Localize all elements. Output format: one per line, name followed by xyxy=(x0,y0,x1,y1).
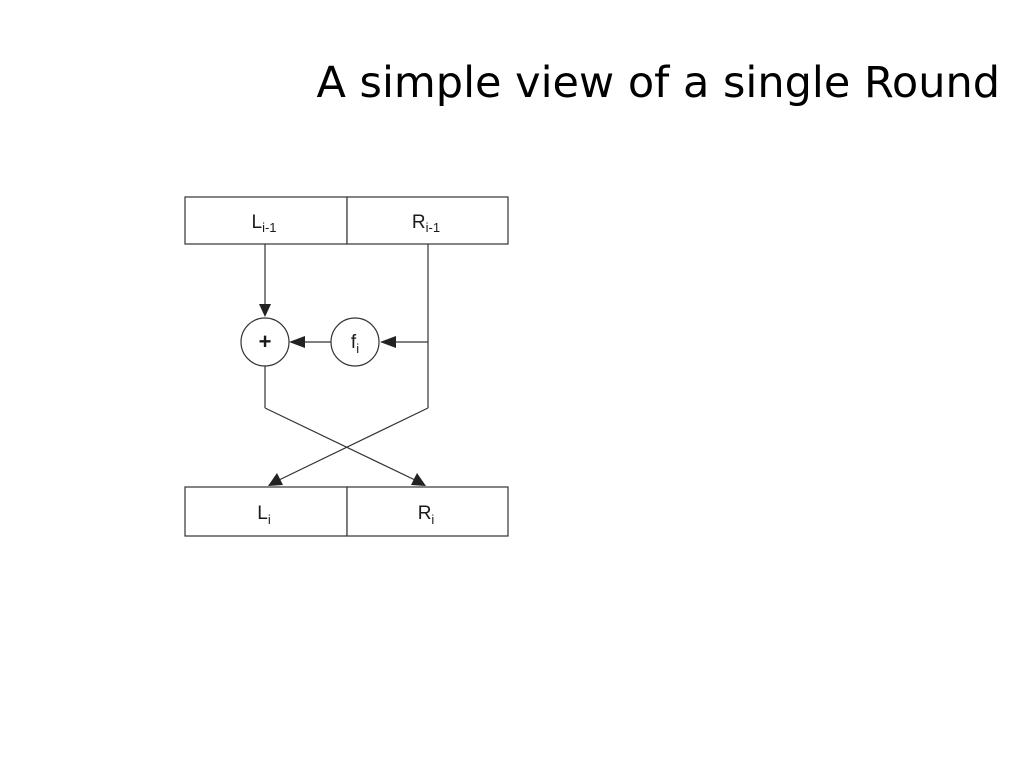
output-left-label: Li xyxy=(257,503,271,527)
xor-node: + xyxy=(240,317,290,367)
arrow-into-xor xyxy=(259,304,271,317)
input-right-cell xyxy=(346,196,509,245)
arrow-into-right-output xyxy=(411,473,426,486)
xor-circle xyxy=(240,317,290,367)
output-right-cell xyxy=(346,486,509,537)
arrow-into-function xyxy=(380,336,396,348)
output-left-subscript: i xyxy=(268,512,271,527)
input-right-subscript: i-1 xyxy=(426,220,440,235)
round-function-circle xyxy=(330,317,380,367)
input-left-label: Li-1 xyxy=(251,212,276,235)
round-function-node: fi xyxy=(330,317,380,367)
xor-symbol: + xyxy=(259,329,272,354)
arrow-into-left-output xyxy=(268,473,283,486)
input-right-label: Ri-1 xyxy=(412,212,440,235)
round-function-base: f xyxy=(351,332,357,353)
wires xyxy=(259,244,429,486)
output-right-base: R xyxy=(418,503,432,524)
input-left-base: L xyxy=(251,212,262,233)
round-function-label: fi xyxy=(351,332,359,356)
input-right-base: R xyxy=(412,212,426,233)
wire-cross-to-right-output xyxy=(264,407,416,481)
input-left-cell xyxy=(184,196,348,245)
wire-cross-to-left-output xyxy=(278,407,429,481)
output-right-label: Ri xyxy=(418,503,435,527)
output-left-base: L xyxy=(257,503,268,524)
output-left-cell xyxy=(184,486,348,537)
output-block: Li Ri xyxy=(184,486,509,537)
slide-title: A simple view of a single Round xyxy=(316,58,1000,108)
input-block: Li-1 Ri-1 xyxy=(184,196,509,245)
input-left-subscript: i-1 xyxy=(262,220,276,235)
arrow-function-to-xor xyxy=(289,336,305,348)
output-right-subscript: i xyxy=(431,512,434,527)
round-function-subscript: i xyxy=(356,341,359,356)
